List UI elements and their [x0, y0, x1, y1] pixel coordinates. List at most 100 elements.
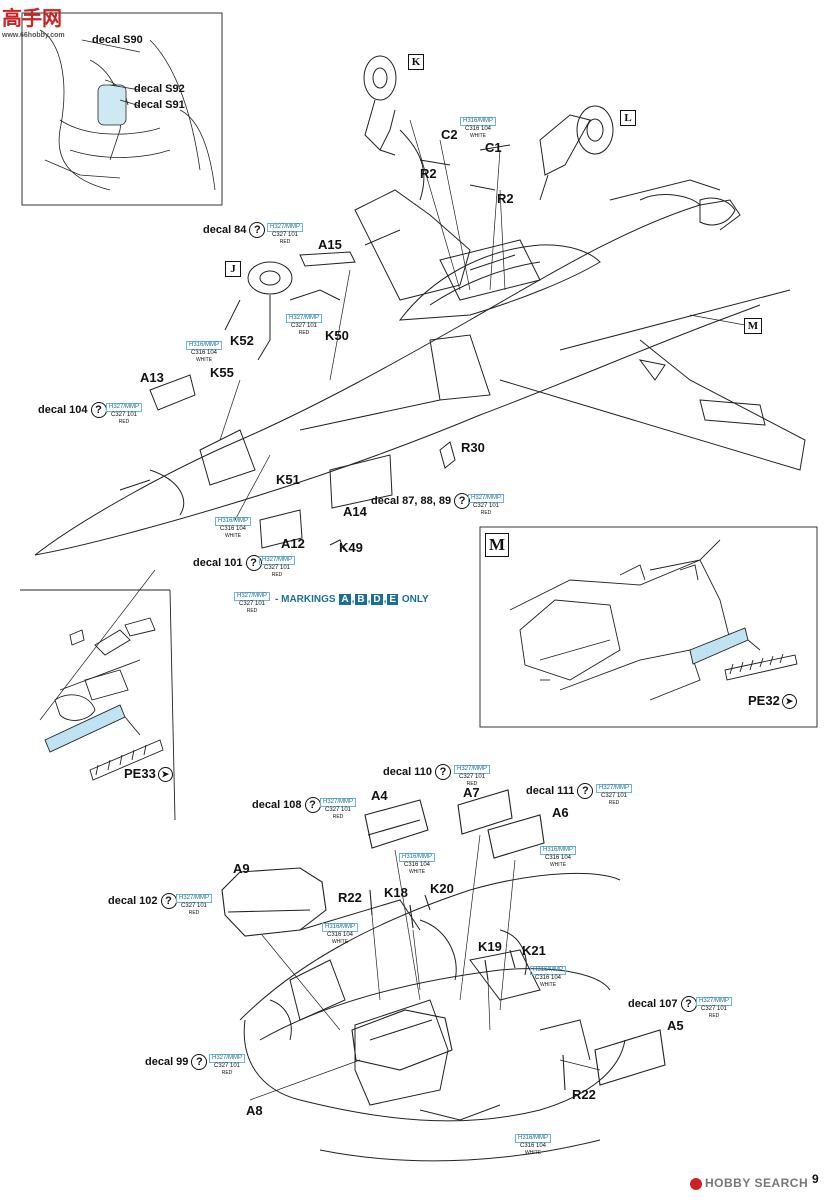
- paint-code-text: H316/MMP: [399, 853, 436, 862]
- decal-107-text: decal 107: [628, 997, 678, 1010]
- tag-j: J: [225, 261, 241, 277]
- paint-num: C327 101: [213, 1063, 241, 1069]
- lower-parts-drawing: [221, 789, 666, 1091]
- marking-sep: ,: [383, 594, 387, 605]
- part-a14: A14: [343, 504, 367, 519]
- pe33-label: PE33➤: [124, 766, 173, 783]
- watermark-url: www.66hobby.com: [2, 32, 65, 39]
- part-r30: R30: [461, 440, 485, 455]
- decal-111: decal 111?: [526, 783, 594, 799]
- part-k52: K52: [230, 333, 254, 348]
- paint-num: C316 104: [519, 1143, 547, 1149]
- hobbysearch-logo-icon: [690, 1177, 702, 1190]
- paint-color: RED: [246, 608, 258, 614]
- part-k21: K21: [522, 943, 546, 958]
- paint-code-text: H316/MMP: [322, 923, 359, 932]
- part-r2-b: R2: [497, 191, 514, 206]
- paint-code-text: H327/MMP: [468, 494, 505, 503]
- landing-gear-j-drawing: [224, 261, 341, 361]
- part-k50: K50: [325, 328, 349, 343]
- question-icon: ?: [249, 222, 266, 238]
- part-c1: C1: [485, 140, 502, 155]
- decal-110-text: decal 110: [383, 765, 432, 778]
- paint-code-text: H327/MMP: [454, 765, 491, 774]
- paint-color: RED: [466, 781, 478, 787]
- inset-m-drawing: [509, 539, 798, 701]
- part-a8: A8: [246, 1103, 263, 1118]
- part-k55: K55: [210, 365, 234, 380]
- paint-color: WHITE: [524, 1150, 542, 1156]
- paint-code-text: H316/MMP: [530, 966, 567, 975]
- footer-brand-text: HOBBY SEARCH: [705, 1176, 809, 1190]
- paint-color: RED: [332, 814, 344, 820]
- small-parts-drawing: [149, 144, 511, 551]
- paint-code-text: H316/MMP: [186, 341, 223, 350]
- part-a7: A7: [463, 785, 480, 800]
- paint-num: C327 101: [600, 793, 628, 799]
- question-icon: ?: [245, 555, 262, 571]
- paint-color: RED: [298, 330, 310, 336]
- paint-color: WHITE: [549, 862, 567, 868]
- decal-110: decal 110?: [383, 764, 451, 780]
- question-icon: ?: [434, 764, 451, 780]
- paint-code-text: H327/MMP: [176, 894, 213, 903]
- paint-code-text: H316/MMP: [515, 1134, 552, 1143]
- marking-letter: B: [355, 594, 367, 605]
- arrow-right-icon: ➤: [781, 694, 797, 710]
- paint-num: C327 101: [458, 774, 486, 780]
- part-r22-a: R22: [338, 890, 362, 905]
- question-icon: ?: [191, 1054, 208, 1070]
- question-icon: ?: [577, 783, 594, 799]
- part-k19: K19: [478, 939, 502, 954]
- part-a6: A6: [552, 805, 569, 820]
- paint-code-text: H327/MMP: [596, 784, 633, 793]
- decal-84-text: decal 84: [203, 223, 247, 236]
- paint-code-text: H316/MMP: [540, 846, 577, 855]
- markings-note: - MARKINGS A,B,D,E ONLY: [275, 594, 429, 605]
- part-a9: A9: [233, 861, 250, 876]
- markings-prefix: - MARKINGS: [275, 594, 336, 605]
- inset-decal-s91: decal S91: [134, 99, 185, 111]
- inset-frame-m: [479, 526, 818, 728]
- pe32-text: PE32: [748, 693, 780, 708]
- paint-num: C327 101: [290, 323, 318, 329]
- marking-sep: ,: [367, 594, 371, 605]
- part-a4: A4: [371, 788, 388, 803]
- paint-num: C316 104: [544, 855, 572, 861]
- watermark-cn: 高手网: [2, 6, 62, 30]
- inset-cockpit-drawing: [39, 29, 216, 191]
- decal-101: decal 101?: [193, 555, 262, 571]
- paint-code-text: H327/MMP: [234, 592, 271, 601]
- paint-num: C316 104: [190, 350, 218, 356]
- watermark-logo: 高手网 www.66hobby.com: [2, 2, 65, 39]
- decal-108: decal 108?: [252, 797, 321, 813]
- paint-color: WHITE: [469, 133, 487, 139]
- decal-107: decal 107?: [628, 996, 697, 1012]
- paint-num: C316 104: [326, 932, 354, 938]
- paint-color: RED: [279, 239, 291, 245]
- decal-111-text: decal 111: [526, 784, 575, 797]
- paint-code-text: H327/MMP: [696, 997, 733, 1006]
- paint-color: RED: [480, 510, 492, 516]
- paint-num: C327 101: [472, 503, 500, 509]
- paint-num: C327 101: [271, 232, 299, 238]
- paint-color: RED: [188, 910, 200, 916]
- paint-color: WHITE: [224, 533, 242, 539]
- paint-code-text: H327/MMP: [259, 556, 296, 565]
- marking-letter: A: [339, 594, 351, 605]
- paint-num: C316 104: [464, 126, 492, 132]
